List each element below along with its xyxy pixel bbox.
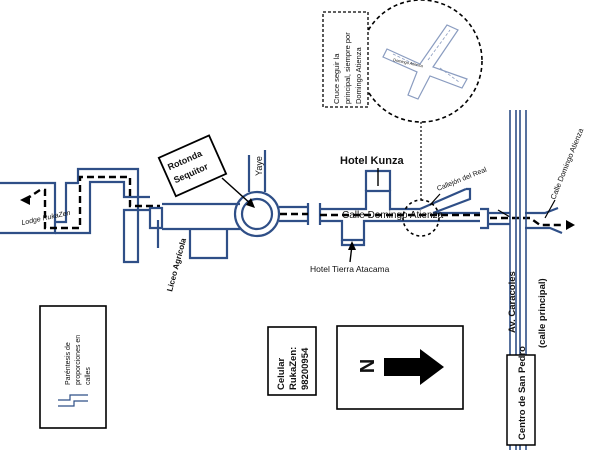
domingo-pointer <box>497 209 511 218</box>
road-yaye <box>247 150 267 192</box>
road-domingo-bottom <box>320 219 480 242</box>
road-stub <box>148 206 164 230</box>
road-callejon <box>419 187 472 215</box>
celular-line-3: 98200954 <box>300 347 311 390</box>
legend-symbol <box>58 394 88 407</box>
road-outer-loop <box>55 167 150 264</box>
note-line-2: principal, siempre por <box>343 32 352 104</box>
arrowhead-icon <box>246 198 255 208</box>
north-label: N <box>355 359 377 373</box>
road-connector <box>279 205 308 223</box>
road-right-end: Calle Domingo Atienza <box>480 126 586 235</box>
yaye-label: Yaye <box>254 156 264 176</box>
road-end-stub <box>480 207 490 230</box>
liceo-label: Liceo Agrícola <box>165 237 188 293</box>
hotel-kunza-label: Hotel Kunza <box>340 155 404 167</box>
inset-roads <box>382 24 468 100</box>
lodge-area: Lodge RukaZen <box>0 167 160 264</box>
road-domingo-top <box>320 189 420 211</box>
road-domingo-continuation <box>525 206 563 235</box>
road-sequitor: Liceo Agrícola <box>148 202 240 293</box>
av-caracoles: Av. Caracoles (calle principal) Centro d… <box>506 110 548 450</box>
rotonda-outer <box>233 190 281 238</box>
crossing-inset: Domingo Atienza Cruce seguir la principa… <box>322 0 483 123</box>
legend-line-2: proporciones en <box>75 335 82 385</box>
centro-box <box>506 354 536 446</box>
note-line-3: Domingo Atienza <box>354 46 363 104</box>
legend-line-1: Paréntesis de <box>65 342 72 385</box>
av-caracoles-label-1: Av. Caracoles <box>507 271 518 333</box>
inset-street-label: Domingo Atienza <box>393 57 424 68</box>
rotonda-pointer <box>221 177 253 206</box>
arrow-right-icon <box>384 349 444 385</box>
inset-route <box>392 29 460 83</box>
route-domingo <box>280 212 480 217</box>
av-caracoles-lines <box>509 110 527 450</box>
rotonda: Yaye Rotonda Sequitor <box>157 134 281 238</box>
inset-circle <box>359 0 483 123</box>
rotonda-callout <box>157 134 228 198</box>
calle-domingo-label: Calle Domingo Atienza <box>342 210 444 221</box>
route-end <box>490 216 562 227</box>
arrowhead-icon <box>348 241 356 250</box>
lodge-outline <box>0 181 57 235</box>
legend-box <box>39 305 107 429</box>
road-to-caracoles <box>488 211 510 226</box>
road-inner-loop <box>55 180 150 235</box>
domingo-vertical-pointer <box>544 199 556 219</box>
callejon-label: Callejón del Real <box>436 166 488 192</box>
legend: Paréntesis de proporciones en calles <box>39 305 107 429</box>
callejon-pointer <box>429 193 441 206</box>
calle-domingo-atienza: Calle Domingo Atienza Hotel Kunza Hotel … <box>280 108 488 274</box>
celular-line-1: Celular <box>276 357 287 390</box>
rotonda-inner <box>240 197 274 231</box>
legend-line-3: calles <box>85 367 92 385</box>
av-caracoles-label-2: (calle principal) <box>537 278 548 348</box>
road-gap <box>306 203 322 225</box>
celular: Celular RukaZen: 98200954 <box>267 326 317 396</box>
hotel-tierra-label: Hotel Tierra Atacama <box>310 264 390 274</box>
celular-line-2: RukaZen: <box>288 347 299 390</box>
arrowhead-icon <box>566 220 575 230</box>
centro-label: Centro de San Pedro <box>517 346 528 440</box>
liceo-building <box>188 229 229 260</box>
calle-domingo-vertical-label: Calle Domingo Atienza <box>549 126 586 200</box>
note-line-1: Cruce seguir la <box>332 53 341 104</box>
note-box <box>322 11 369 108</box>
celular-box <box>267 326 317 396</box>
arrowhead-icon <box>20 195 30 205</box>
north-indicator: N <box>336 325 464 410</box>
